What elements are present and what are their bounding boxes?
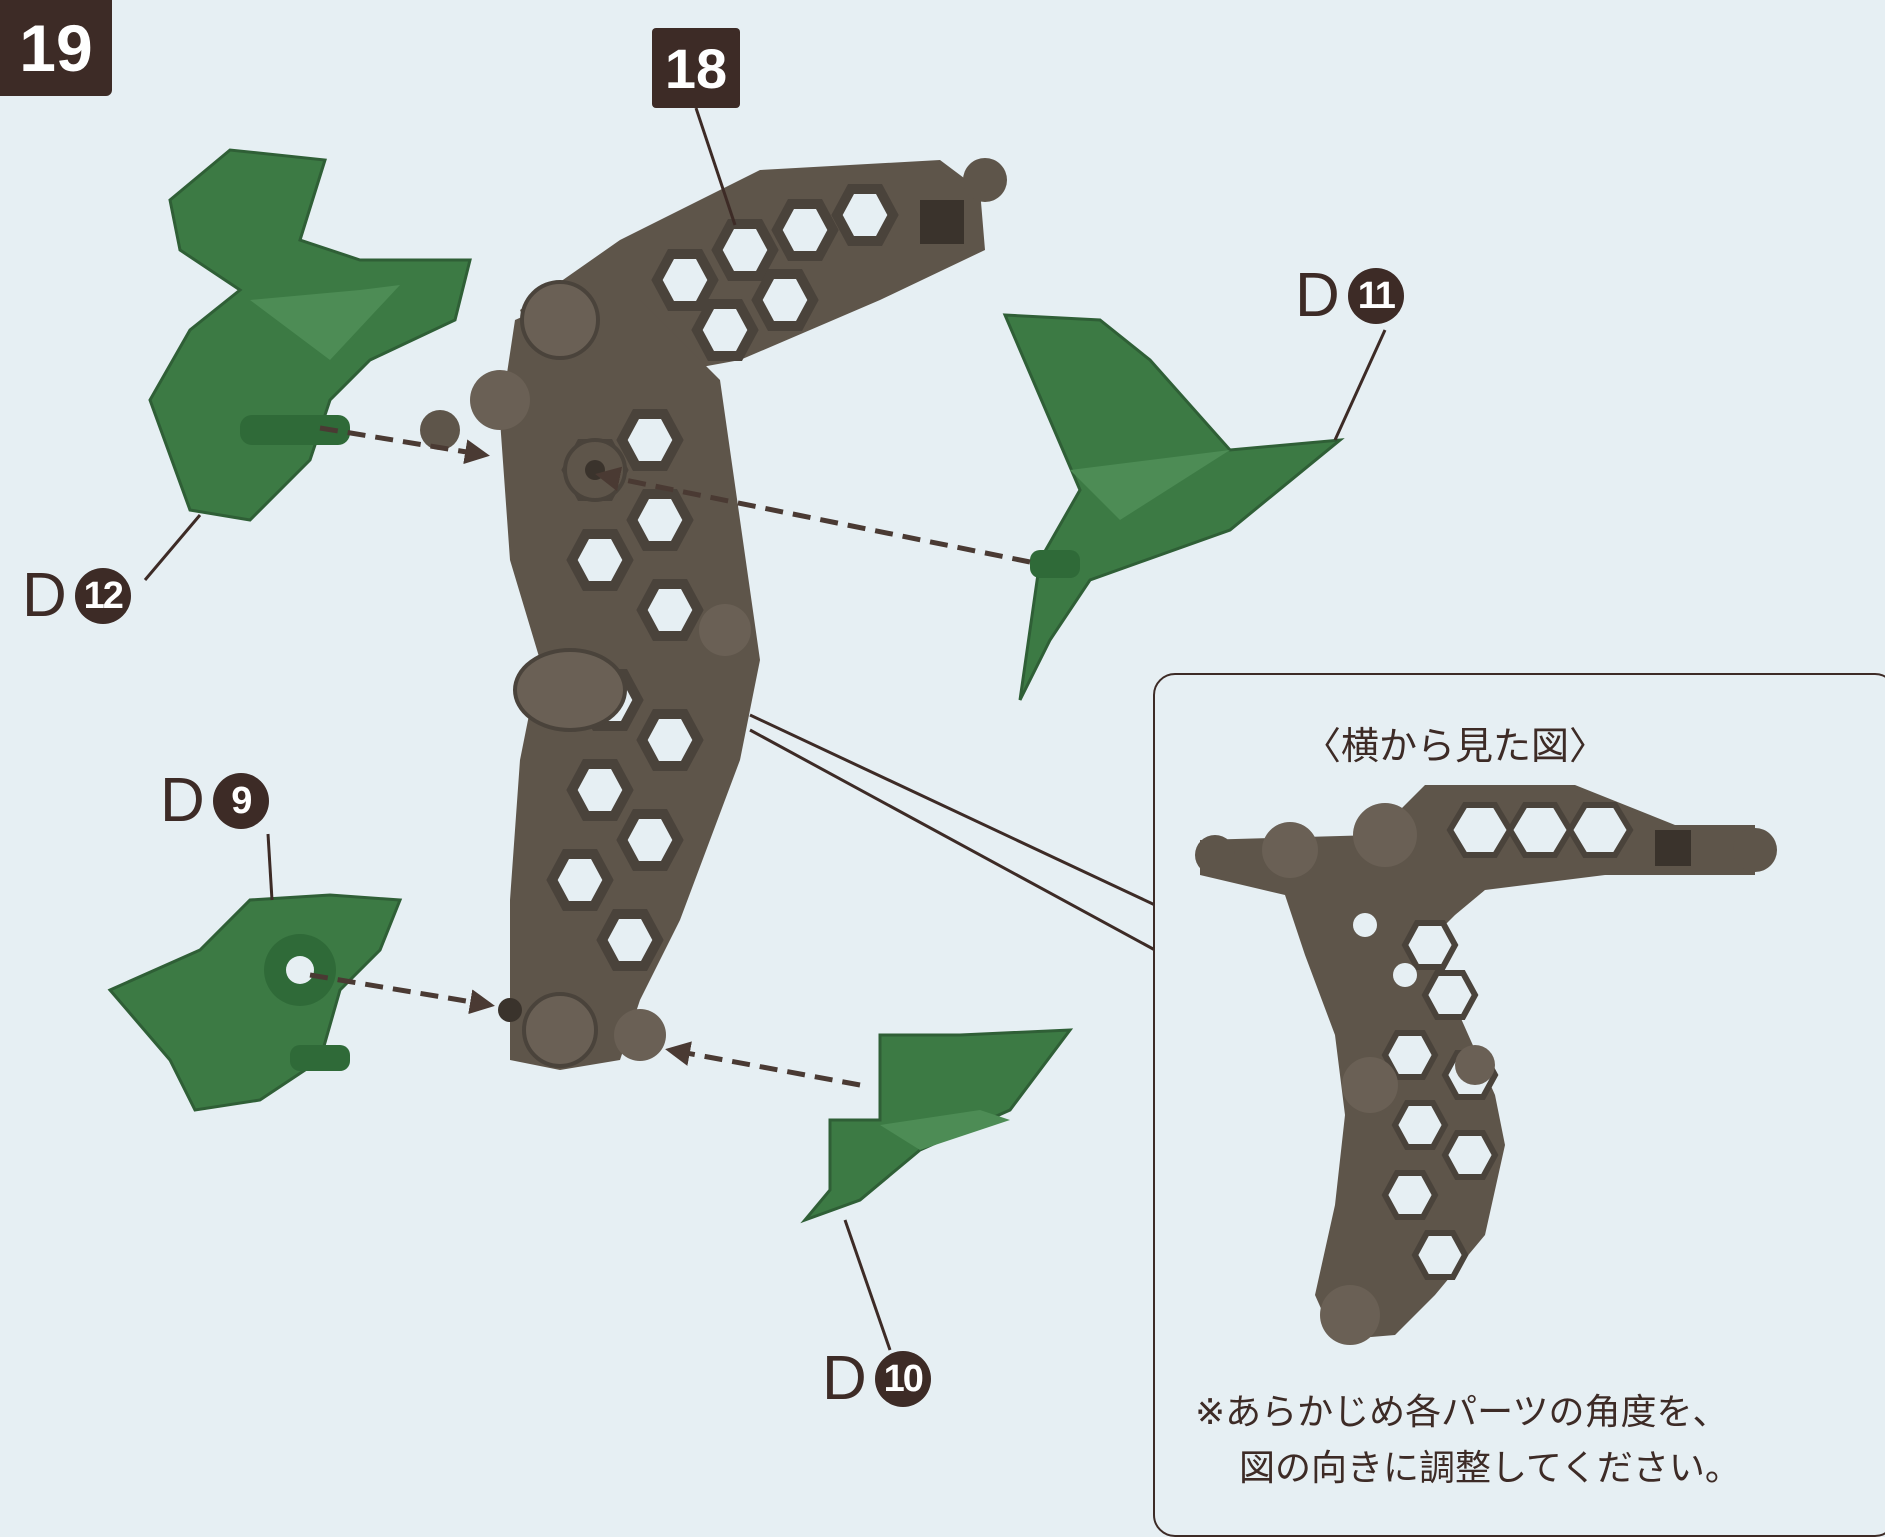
part-letter: D bbox=[160, 766, 205, 835]
reference-step-badge: 18 bbox=[652, 28, 740, 108]
inset-note-line1: ※あらかじめ各パーツの角度を、 bbox=[1195, 1392, 1729, 1433]
frame-part bbox=[420, 158, 1007, 1070]
arrow-d9 bbox=[309, 972, 495, 1015]
part-number-badge: 12 bbox=[74, 568, 131, 624]
armor-socket-lower bbox=[614, 1009, 666, 1061]
part-number-badge: 11 bbox=[1347, 268, 1404, 324]
armor-d9 bbox=[107, 893, 403, 1112]
part-label-d12: D 12 bbox=[22, 565, 131, 627]
armor-d11 bbox=[1002, 313, 1345, 701]
step-number-badge: 19 bbox=[0, 0, 112, 96]
peg-d9 bbox=[290, 1045, 350, 1071]
arrow-d11 bbox=[595, 466, 1031, 565]
part-number-badge: 9 bbox=[212, 773, 269, 829]
ball-joint-left bbox=[420, 410, 460, 450]
armor-d12 bbox=[148, 148, 472, 522]
lower-pivot bbox=[522, 992, 598, 1068]
side-view-frame-part bbox=[1195, 785, 1777, 1345]
square-socket bbox=[920, 200, 964, 244]
side-peg-middle bbox=[699, 604, 751, 656]
peg-d11 bbox=[1030, 550, 1080, 578]
middle-pivot bbox=[513, 648, 627, 732]
inset-note-line2: 図の向きに調整してください。 bbox=[1239, 1448, 1741, 1489]
arrow-d10 bbox=[665, 1041, 861, 1088]
part-letter: D bbox=[822, 1344, 867, 1413]
leader-lines bbox=[143, 107, 1387, 1351]
part-label-d9: D 9 bbox=[160, 770, 269, 832]
part-number-badge: 10 bbox=[874, 1351, 931, 1407]
side-peg bbox=[470, 370, 530, 430]
part-label-d11: D 11 bbox=[1295, 265, 1404, 327]
assembly-arrows bbox=[309, 425, 1031, 1088]
peg-d12 bbox=[240, 415, 350, 445]
inset-title: 〈横から見た図〉 bbox=[1302, 724, 1607, 768]
armor-d10 bbox=[800, 1028, 1074, 1224]
side-view-inset: 〈横から見た図〉 ※あらかじめ各パーツの角度を、 図の向きに調整してください。 bbox=[1153, 673, 1885, 1537]
part-label-d10: D 10 bbox=[822, 1348, 931, 1410]
ball-joint-top bbox=[963, 158, 1007, 202]
upper-pivot bbox=[520, 280, 600, 360]
part-letter: D bbox=[1295, 261, 1340, 330]
inset-note: ※あらかじめ各パーツの角度を、 図の向きに調整してください。 bbox=[1195, 1385, 1855, 1497]
part-letter: D bbox=[22, 561, 67, 630]
